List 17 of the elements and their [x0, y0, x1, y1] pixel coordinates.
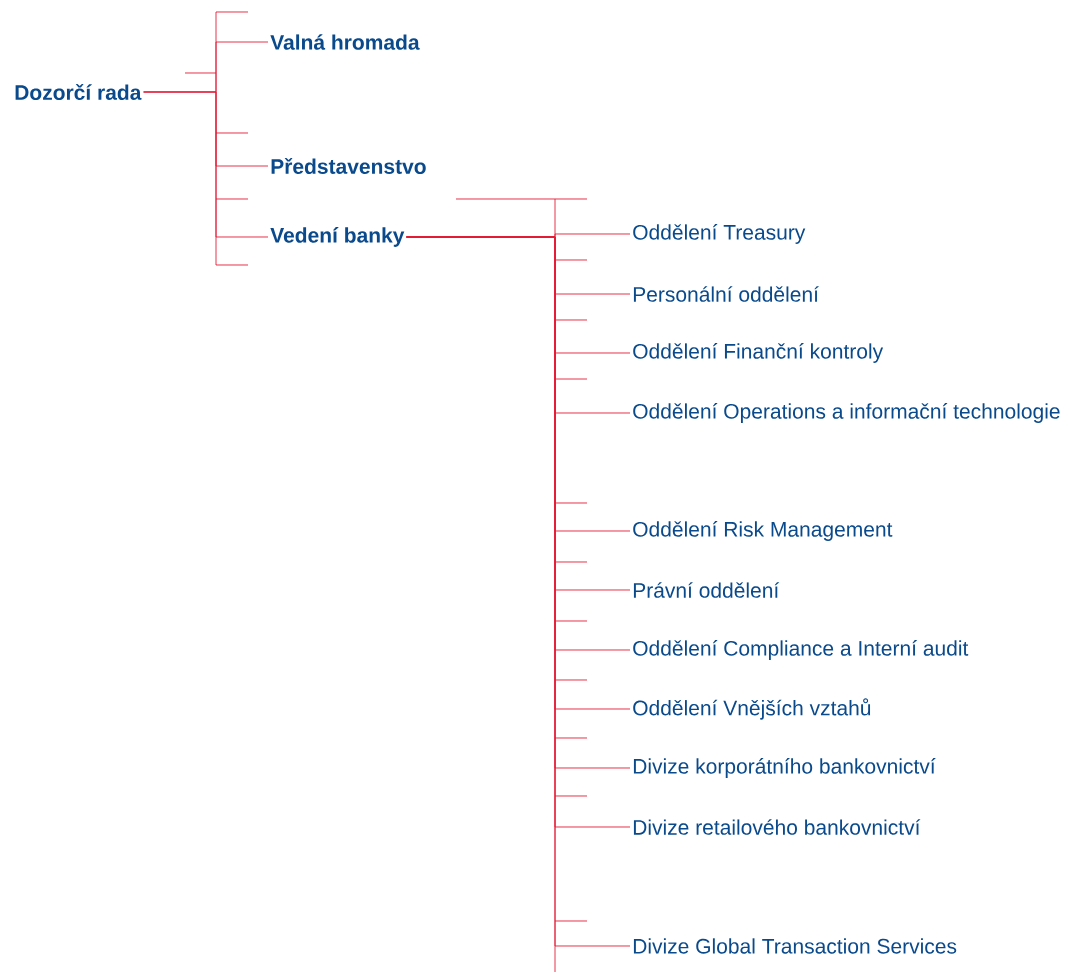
- department-label: Divize Global Transaction Services: [633, 938, 957, 954]
- department-label: Oddělení Operations a informační technologie: [633, 403, 1060, 423]
- department-label: Oddělení Risk Management: [633, 521, 893, 541]
- heading-label: Dozorčí rada: [15, 84, 142, 100]
- department-label: Oddělení Finanční kontroly: [633, 343, 884, 363]
- department-label: Divize korporátního bankovnictví: [633, 758, 936, 778]
- heading-label: Představenstvo: [271, 158, 426, 174]
- connector-line: [406, 236, 631, 947]
- department-label: Oddělení Treasury: [633, 224, 806, 244]
- department-label: Personální oddělení: [633, 286, 819, 302]
- connector-line: [143, 91, 269, 238]
- heading-label: Valná hromada: [270, 34, 420, 50]
- department-label: Oddělení Vnějších vztahů: [633, 698, 871, 720]
- department-label: Divize retailového bankovnictví: [633, 819, 921, 835]
- department-label: Oddělení Compliance a Interní audit: [633, 640, 969, 660]
- heading-label: Vedení banky: [270, 227, 405, 247]
- department-label: Právní oddělení: [633, 582, 780, 598]
